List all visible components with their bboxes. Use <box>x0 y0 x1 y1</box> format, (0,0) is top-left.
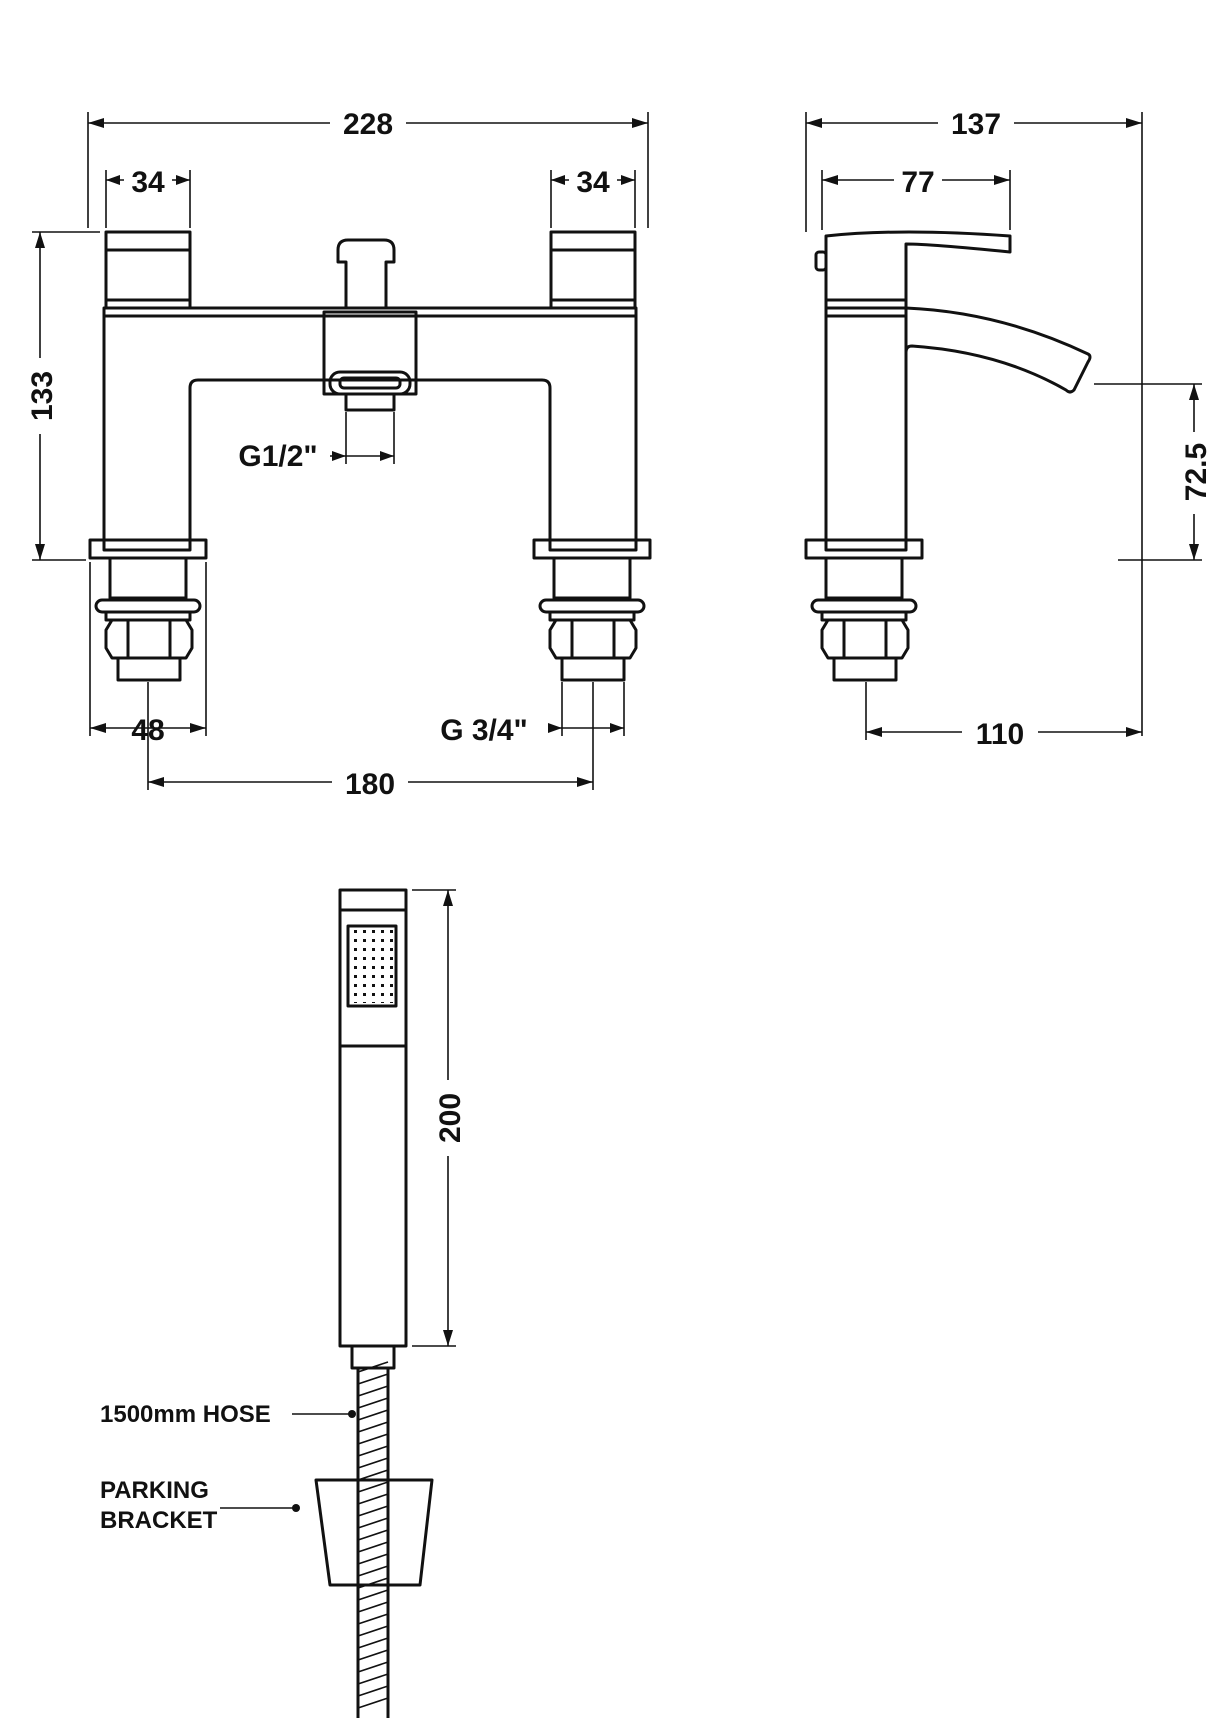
hose <box>356 1361 390 1718</box>
dim-centres: 180 <box>147 682 594 801</box>
bracket-label-line2: BRACKET <box>100 1507 218 1534</box>
dim-77-label: 77 <box>901 166 934 199</box>
tap-body <box>102 306 638 552</box>
handset-view: 200 1500mm HOSE PARKING BRACKET <box>100 888 467 1718</box>
side-view: 137 77 72.5 110 <box>804 100 1213 751</box>
dim-height: 133 <box>22 231 100 561</box>
dim-228-label: 228 <box>343 108 393 141</box>
dim-34-right-label: 34 <box>576 166 610 199</box>
spray-face <box>346 924 398 1008</box>
bracket-callout: PARKING BRACKET <box>100 1477 300 1534</box>
dim-133-label: 133 <box>26 371 59 421</box>
dim-base-to-spout: 110 <box>865 682 1142 751</box>
dim-34-left-label: 34 <box>131 166 165 199</box>
side-spout <box>904 306 1092 394</box>
left-fitting <box>88 538 208 682</box>
front-view: 228 34 34 133 <box>22 100 652 801</box>
side-body <box>824 306 908 552</box>
right-fitting <box>532 538 652 682</box>
side-fitting <box>804 538 924 682</box>
dim-handset-length: 200 <box>412 889 467 1347</box>
hose-callout: 1500mm HOSE <box>100 1401 356 1428</box>
dim-137-label: 137 <box>951 108 1001 141</box>
dim-handle-left: 34 <box>105 160 191 228</box>
parking-bracket <box>314 1478 434 1587</box>
dim-110-label: 110 <box>976 718 1024 751</box>
hose-outlet <box>344 392 396 412</box>
handset-head <box>338 888 408 912</box>
bracket-label-line1: PARKING <box>100 1477 209 1504</box>
right-handle <box>549 230 637 310</box>
dim-overall-depth: 137 <box>805 100 1143 736</box>
dim-spout-height: 72.5 <box>1094 383 1213 561</box>
dim-72-5-label: 72.5 <box>1180 443 1213 501</box>
diverter-block <box>322 310 418 396</box>
dim-base-width: 48 <box>89 562 207 747</box>
diverter-knob <box>336 238 396 310</box>
dim-g12-label: G1/2" <box>238 440 317 473</box>
dim-g34-label: G 3/4" <box>440 714 528 747</box>
dim-200-label: 200 <box>434 1093 467 1143</box>
dim-handle-right: 34 <box>550 160 636 228</box>
dim-180-label: 180 <box>345 768 395 801</box>
hose-label: 1500mm HOSE <box>100 1401 271 1428</box>
dim-inlet-thread: G 3/4" <box>440 682 625 747</box>
dim-diverter-thread: G1/2" <box>238 412 395 473</box>
hose-connector <box>350 1344 396 1370</box>
dim-overall-width: 228 <box>87 100 649 228</box>
side-handle <box>824 230 1012 310</box>
left-handle <box>104 230 192 310</box>
dim-spout-reach: 77 <box>821 160 1011 230</box>
